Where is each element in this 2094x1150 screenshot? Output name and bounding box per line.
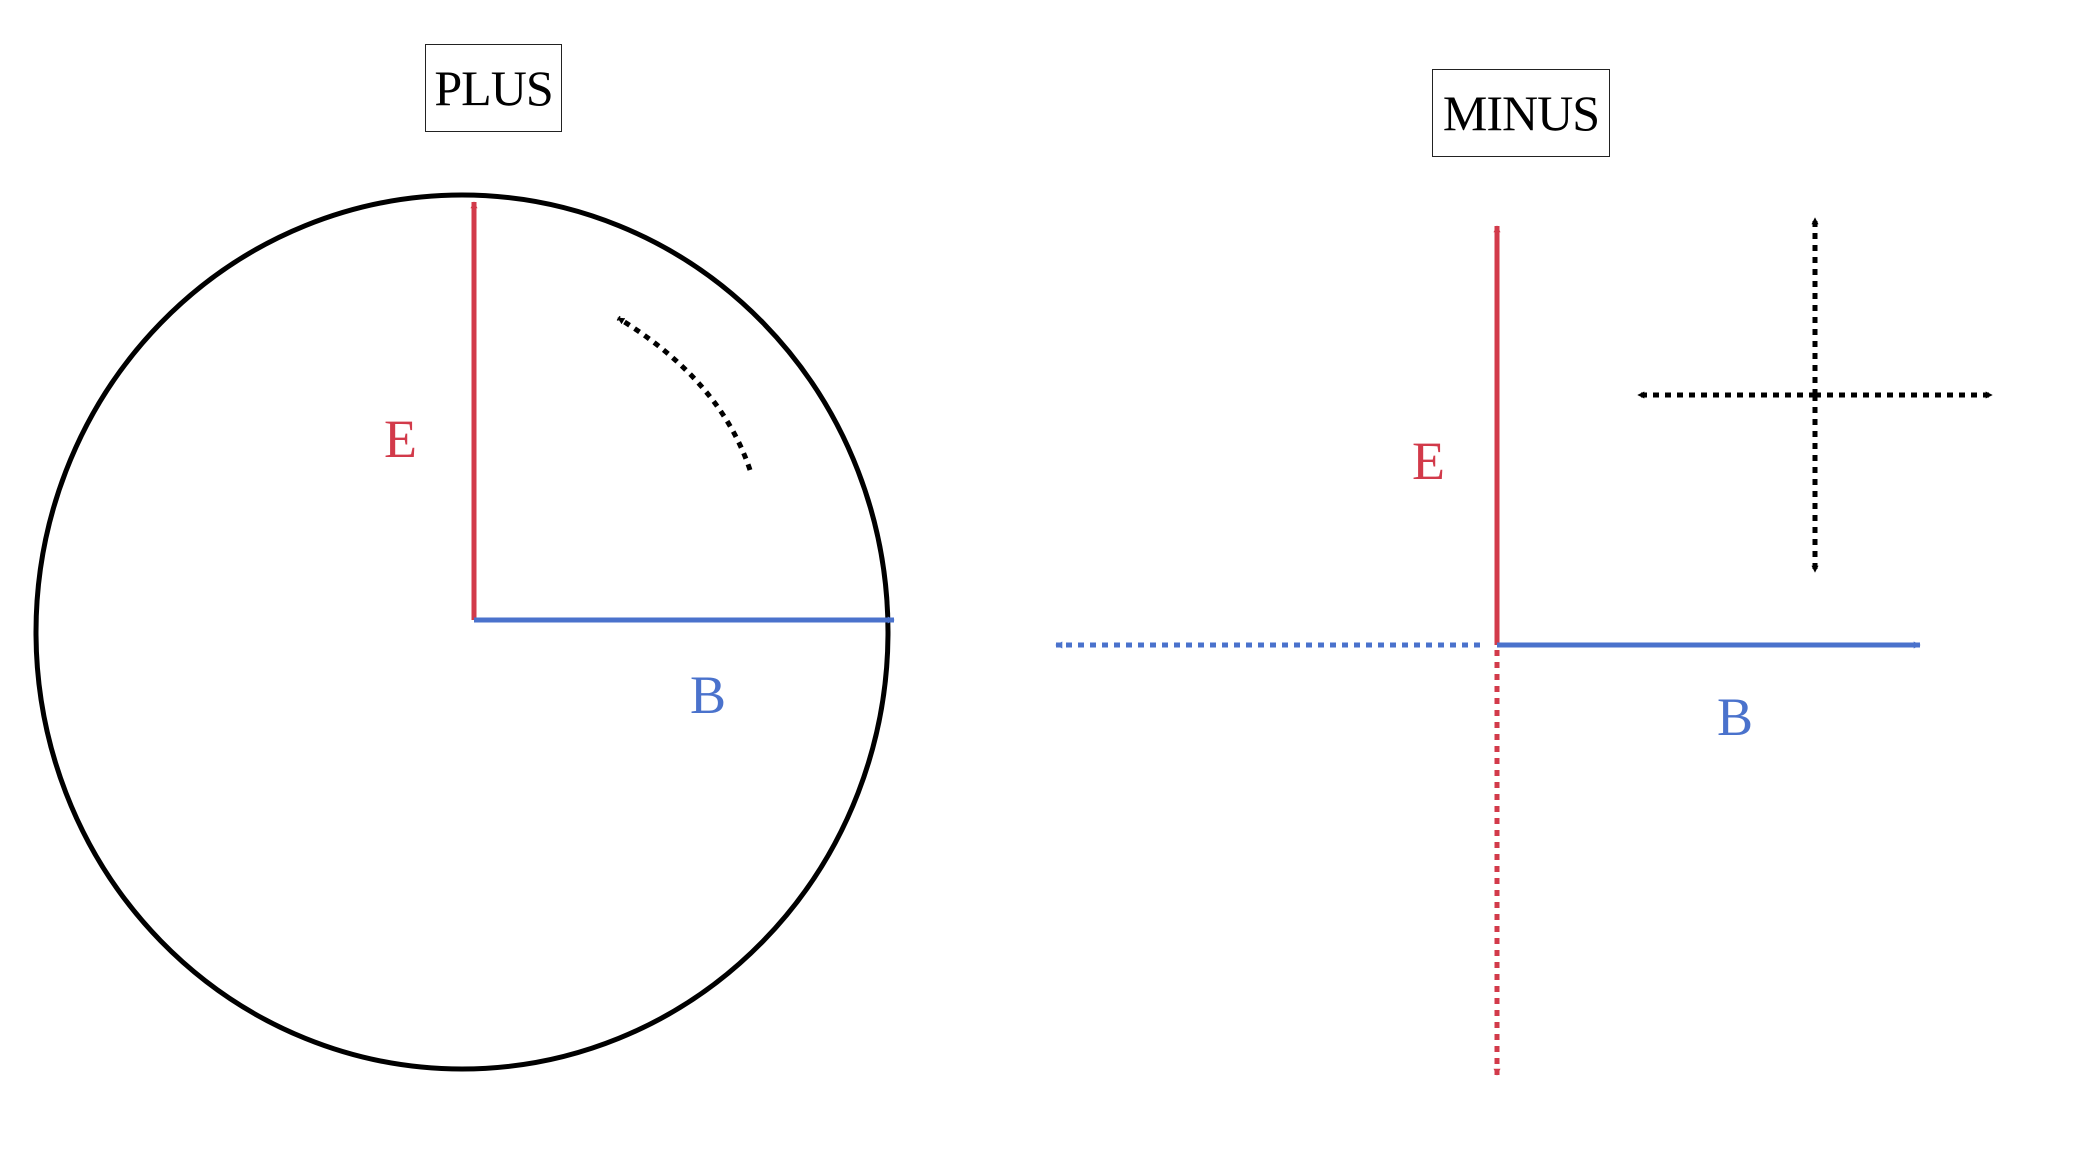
oscillation-cross-arrows	[1637, 217, 1993, 573]
plus-panel	[33, 192, 895, 1072]
rotation-direction-arrow	[616, 315, 753, 471]
minus-title: MINUS	[1442, 85, 1600, 141]
plus-title-box: PLUS	[425, 44, 562, 132]
minus-b-label: B	[1717, 687, 1754, 747]
minus-e-label: E	[1412, 431, 1445, 491]
plus-b-label: B	[690, 665, 727, 725]
plus-title: PLUS	[434, 60, 553, 116]
rotation-circle	[33, 192, 891, 1072]
minus-title-box: MINUS	[1432, 69, 1610, 157]
plus-e-label: E	[384, 409, 417, 469]
minus-panel	[1055, 217, 1993, 1076]
